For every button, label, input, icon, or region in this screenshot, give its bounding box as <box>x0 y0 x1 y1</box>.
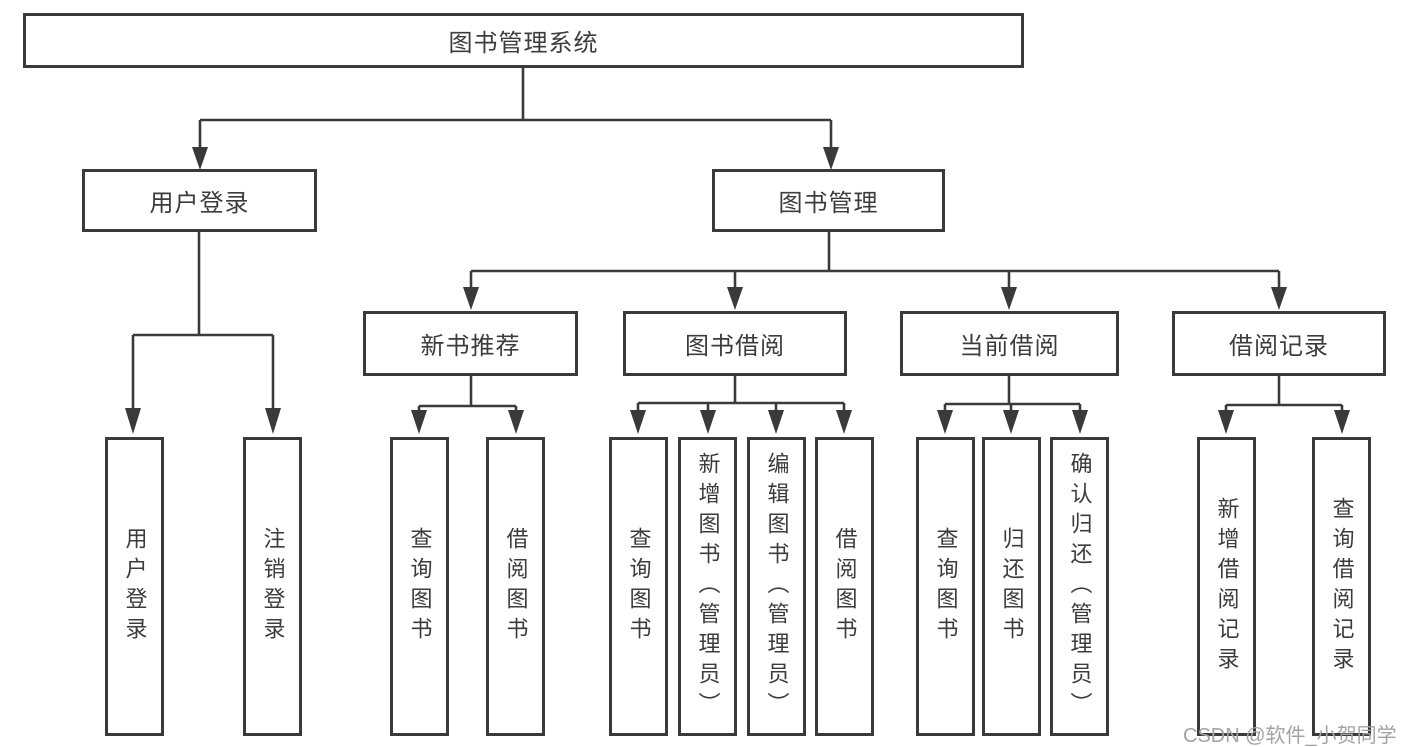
node-label: 编辑图书（管理员） <box>764 451 790 722</box>
leaf-logout: 注销登录 <box>243 437 302 736</box>
node-label: 借阅图书 <box>832 526 858 647</box>
arrowhead-icon <box>1001 287 1017 310</box>
leaf-borrow-books: 借阅图书 <box>815 437 874 736</box>
node-label: 图书管理系统 <box>448 30 599 57</box>
arrowhead-icon <box>823 147 839 170</box>
node-label: 借阅图书 <box>503 526 529 647</box>
node-user-login: 用户登录 <box>82 169 317 232</box>
node-borrow-records: 借阅记录 <box>1172 311 1386 376</box>
leaf-query-books: 查询图书 <box>916 437 975 736</box>
node-label: 新增图书（管理员） <box>695 451 721 722</box>
node-label: 图书借阅 <box>685 333 785 360</box>
node-label: 图书管理 <box>778 190 879 217</box>
arrowhead-icon <box>768 410 784 434</box>
leaf-add-books-admin: 新增图书（管理员） <box>678 437 737 736</box>
arrowhead-icon <box>265 408 281 434</box>
leaf-query-books: 查询图书 <box>609 437 668 736</box>
leaf-user-login: 用户登录 <box>105 437 164 736</box>
arrowhead-icon <box>836 410 852 434</box>
node-label: 用户登录 <box>122 526 148 647</box>
node-label: 查询图书 <box>933 526 959 647</box>
arrowhead-icon <box>508 410 524 434</box>
arrowhead-icon <box>463 287 479 310</box>
arrowhead-icon <box>630 410 646 434</box>
arrowhead-icon <box>1003 410 1019 434</box>
node-label: 当前借阅 <box>959 333 1060 360</box>
node-label: 查询图书 <box>626 526 652 647</box>
leaf-confirm-return-admin: 确认归还（管理员） <box>1050 437 1109 736</box>
leaf-add-borrow-record: 新增借阅记录 <box>1197 437 1256 736</box>
leaf-query-borrow-record: 查询借阅记录 <box>1312 437 1371 736</box>
node-book-management: 图书管理 <box>712 169 945 232</box>
arrowhead-icon <box>1072 410 1088 434</box>
node-book-borrow: 图书借阅 <box>623 311 847 376</box>
arrowhead-icon <box>700 410 716 434</box>
node-label: 查询图书 <box>407 526 433 647</box>
node-new-book-recommend: 新书推荐 <box>363 311 578 376</box>
leaf-return-books: 归还图书 <box>982 437 1041 736</box>
node-label: 归还图书 <box>999 526 1025 647</box>
node-label: 新书推荐 <box>420 333 521 360</box>
node-root-system: 图书管理系统 <box>23 13 1024 68</box>
arrowhead-icon <box>1271 287 1287 310</box>
leaf-edit-books-admin: 编辑图书（管理员） <box>747 437 806 736</box>
node-label: 查询借阅记录 <box>1329 496 1355 677</box>
arrowhead-icon <box>125 408 141 434</box>
node-label: 注销登录 <box>260 526 286 647</box>
arrowhead-icon <box>727 287 743 310</box>
node-label: 用户登录 <box>149 190 250 217</box>
leaf-borrow-books: 借阅图书 <box>486 437 545 736</box>
arrowhead-icon <box>1334 410 1350 434</box>
watermark: CSDN @软件_小贺同学 <box>1183 725 1397 747</box>
node-label: 借阅记录 <box>1229 333 1329 360</box>
arrowhead-icon <box>937 410 953 434</box>
node-label: 确认归还（管理员） <box>1067 451 1093 722</box>
arrowhead-icon <box>411 410 427 434</box>
node-label: 新增借阅记录 <box>1214 496 1240 677</box>
arrowhead-icon <box>192 147 208 170</box>
arrowhead-icon <box>1218 410 1234 434</box>
leaf-query-books: 查询图书 <box>390 437 449 736</box>
node-current-borrow: 当前借阅 <box>900 311 1119 376</box>
